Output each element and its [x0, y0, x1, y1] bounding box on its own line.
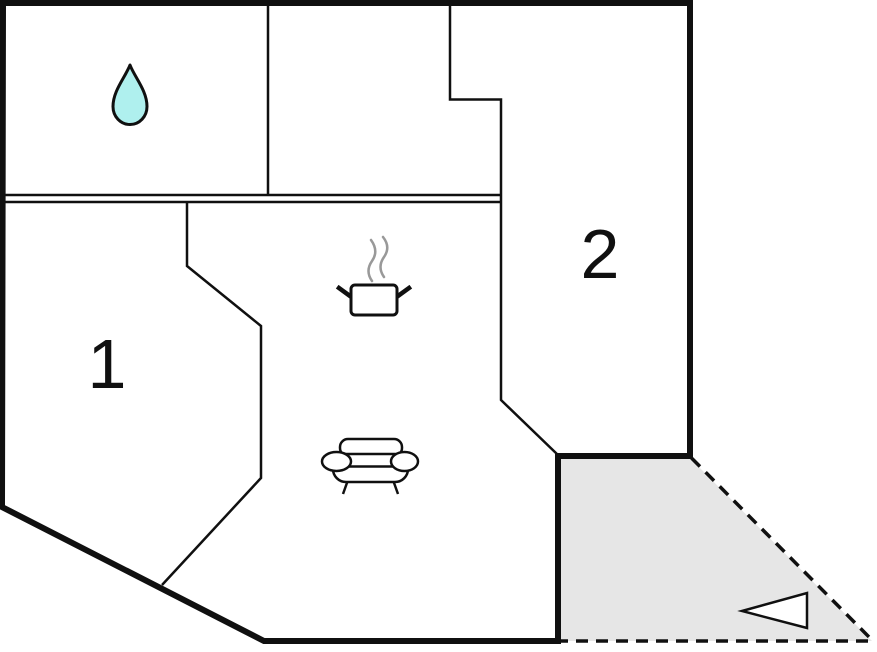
terrace	[556, 456, 875, 643]
steam-line-left	[367, 238, 377, 283]
steam-line-right	[379, 235, 389, 279]
sofa-armrest-left	[320, 450, 353, 473]
pot-handle-left	[335, 284, 354, 300]
water-drop-icon	[111, 63, 149, 126]
wall-room1-right	[161, 202, 263, 586]
sofa-armrest-right	[389, 450, 420, 473]
inner-walls	[2, 3, 559, 586]
sofa-icon	[320, 437, 420, 495]
pot-handle-right	[394, 284, 413, 300]
pot-body	[349, 283, 399, 317]
entrance-arrow-icon	[737, 591, 809, 630]
water-drop-shape	[111, 63, 149, 126]
outer-wall	[0, 0, 693, 644]
room-2-label: 2	[581, 215, 620, 293]
terrace-floor	[560, 459, 872, 641]
room-1-label: 1	[88, 325, 127, 403]
cooking-pot-icon	[335, 235, 413, 317]
wall-room2-left	[448, 4, 559, 456]
terrace-dashed-edge-diagonal	[690, 456, 875, 643]
